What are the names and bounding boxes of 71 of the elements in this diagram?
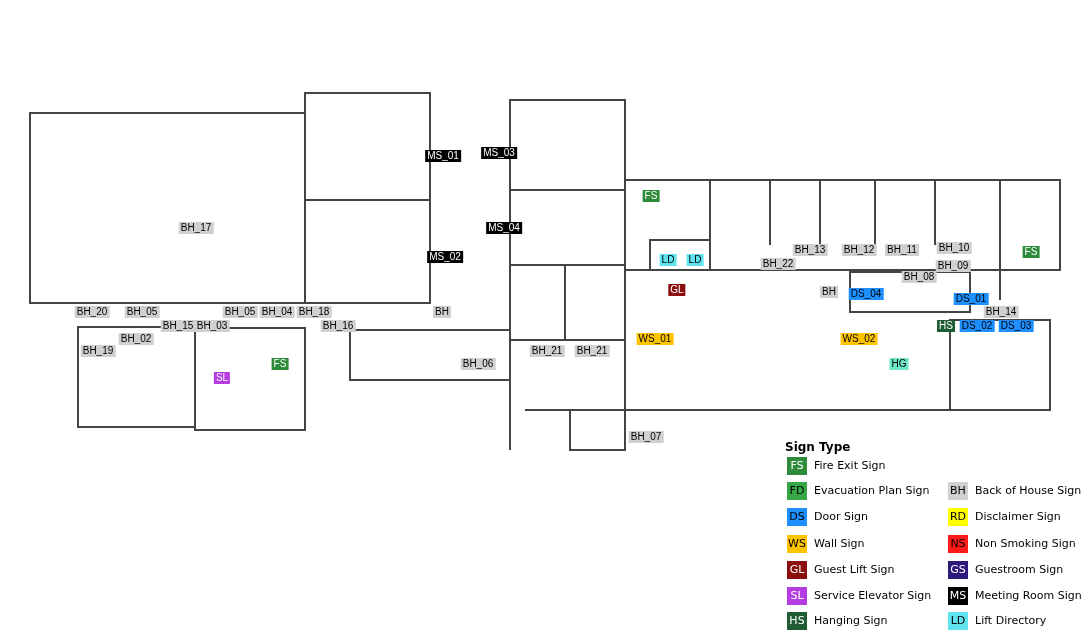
- sign-marker: BH_02: [118, 333, 154, 345]
- sign-marker: BH_15: [160, 320, 196, 332]
- sign-marker: BH_04: [259, 306, 295, 318]
- sign-marker: BH_21: [529, 345, 565, 357]
- sign-marker: BH_09: [935, 260, 971, 272]
- legend-swatch: FS: [787, 457, 807, 475]
- sign-marker: BH_13: [792, 244, 828, 256]
- sign-marker: LD: [686, 254, 704, 266]
- sign-marker: BH_05: [222, 306, 258, 318]
- legend-swatch: SL: [787, 587, 807, 605]
- sign-marker: HS: [937, 320, 955, 332]
- legend-swatch: NS: [948, 535, 968, 553]
- sign-marker: LD: [659, 254, 677, 266]
- sign-marker: DS_01: [953, 293, 989, 305]
- legend-label: Door Sign: [814, 510, 868, 524]
- sign-marker: BH_06: [460, 358, 496, 370]
- sign-marker: BH_12: [841, 244, 877, 256]
- sign-marker: FS: [642, 190, 660, 202]
- sign-marker: MS_03: [481, 147, 517, 159]
- sign-marker: MS_02: [427, 251, 463, 263]
- legend-swatch: RD: [948, 508, 968, 526]
- legend-swatch: BH: [948, 482, 968, 500]
- sign-marker: WS_01: [636, 333, 674, 345]
- legend-label: Disclaimer Sign: [975, 510, 1061, 524]
- legend-title: Sign Type: [785, 440, 851, 454]
- legend-swatch: HS: [787, 612, 807, 630]
- legend-label: Back of House Sign: [975, 484, 1082, 498]
- sign-marker: BH_16: [320, 320, 356, 332]
- sign-marker: SL: [213, 372, 231, 384]
- sign-marker: FS: [1022, 246, 1040, 258]
- legend-label: Wall Sign: [814, 537, 865, 551]
- sign-marker: BH_17: [178, 222, 214, 234]
- legend-label: Lift Directory: [975, 614, 1047, 628]
- sign-marker: WS_02: [840, 333, 878, 345]
- sign-marker: BH_18: [296, 306, 332, 318]
- sign-marker: BH_03: [194, 320, 230, 332]
- sign-marker: BH_05: [124, 306, 160, 318]
- sign-marker: BH_10: [936, 242, 972, 254]
- legend-swatch: MS: [948, 587, 968, 605]
- sign-marker: BH_20: [74, 306, 110, 318]
- sign-marker: BH: [820, 286, 838, 298]
- legend-swatch: GS: [948, 561, 968, 579]
- legend-label: Service Elevator Sign: [814, 589, 932, 603]
- sign-marker: MS_01: [425, 150, 461, 162]
- sign-marker: BH_14: [983, 306, 1019, 318]
- sign-marker: DS_02: [959, 320, 995, 332]
- sign-marker: BH_08: [901, 271, 937, 283]
- legend-label: Guest Lift Sign: [814, 563, 895, 577]
- legend-label: Evacuation Plan Sign: [814, 484, 930, 498]
- sign-marker: FS: [271, 358, 289, 370]
- legend-swatch: GL: [787, 561, 807, 579]
- sign-marker: MS_04: [486, 222, 522, 234]
- sign-marker: BH_19: [80, 345, 116, 357]
- legend-label: Non Smoking Sign: [975, 537, 1076, 551]
- sign-marker: DS_03: [998, 320, 1034, 332]
- legend-swatch: FD: [787, 482, 807, 500]
- legend-swatch: WS: [787, 535, 807, 553]
- sign-marker: BH_21: [574, 345, 610, 357]
- sign-marker: HG: [889, 358, 909, 370]
- sign-marker: BH: [433, 306, 451, 318]
- sign-marker: BH_07: [628, 431, 664, 443]
- legend-swatch: DS: [787, 508, 807, 526]
- legend-label: Guestroom Sign: [975, 563, 1064, 577]
- legend-label: Hanging Sign: [814, 614, 888, 628]
- sign-marker: DS_04: [848, 288, 884, 300]
- legend-label: Meeting Room Sign: [975, 589, 1082, 603]
- legend-label: Fire Exit Sign: [814, 459, 886, 473]
- sign-marker: BH_22: [760, 258, 796, 270]
- sign-marker: BH_11: [885, 244, 919, 256]
- sign-marker: GL: [668, 284, 686, 296]
- legend-swatch: LD: [948, 612, 968, 630]
